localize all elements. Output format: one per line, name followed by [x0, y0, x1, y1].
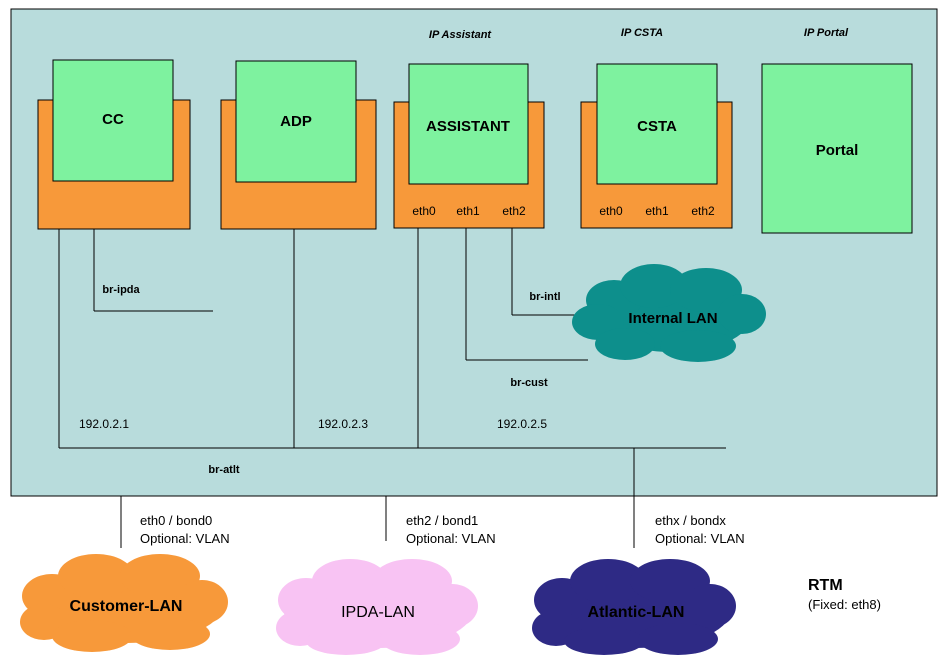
assistant-vm-box — [408, 63, 529, 185]
uplink-2-iface: eth2 / bond1 — [406, 513, 478, 528]
ipda-lan-label: IPDA-LAN — [341, 604, 415, 621]
csta-eth2: eth2 — [691, 204, 715, 218]
header-ip-portal: IP Portal — [804, 27, 849, 39]
uplink-1-vlan: Optional: VLAN — [140, 531, 230, 546]
atlantic-lan-label: Atlantic-LAN — [588, 604, 685, 621]
customer-lan-label: Customer-LAN — [70, 598, 183, 615]
assistant-eth0: eth0 — [412, 204, 436, 218]
adp-vm-box — [235, 60, 357, 183]
bridge-cust-label: br-cust — [510, 377, 548, 389]
cc-vm-box — [52, 59, 174, 182]
rtm-subtitle: (Fixed: eth8) — [808, 597, 881, 612]
customer-lan-cloud — [20, 554, 228, 652]
uplink-2-vlan: Optional: VLAN — [406, 531, 496, 546]
csta-vm-box — [596, 63, 718, 185]
portal-label: Portal — [816, 142, 859, 159]
bridge-intl-label: br-intl — [529, 291, 560, 303]
header-ip-csta: IP CSTA — [621, 27, 663, 39]
csta-label: CSTA — [637, 118, 677, 135]
cc-label: CC — [102, 111, 124, 128]
atlantic-lan-cloud — [532, 559, 736, 655]
assistant-eth1: eth1 — [456, 204, 480, 218]
ipda-lan-cloud — [276, 559, 478, 655]
ip-address-5: 192.0.2.5 — [497, 417, 547, 431]
header-ip-assistant: IP Assistant — [429, 29, 492, 41]
uplink-1-iface: eth0 / bond0 — [140, 513, 212, 528]
assistant-label: ASSISTANT — [426, 118, 510, 135]
uplink-3-iface: ethx / bondx — [655, 513, 726, 528]
ip-address-3: 192.0.2.3 — [318, 417, 368, 431]
bridge-atlt-label: br-atlt — [208, 464, 240, 476]
bridge-ipda-label: br-ipda — [102, 284, 140, 296]
ip-address-1: 192.0.2.1 — [79, 417, 129, 431]
internal-lan-cloud — [572, 264, 766, 362]
rtm-title: RTM — [808, 577, 843, 594]
network-lines — [58, 228, 726, 548]
csta-eth0: eth0 — [599, 204, 623, 218]
portal-vm-box — [761, 63, 913, 234]
assistant-eth2: eth2 — [502, 204, 526, 218]
uplink-3-vlan: Optional: VLAN — [655, 531, 745, 546]
internal-lan-label: Internal LAN — [628, 310, 717, 327]
adp-label: ADP — [280, 113, 312, 130]
csta-eth1: eth1 — [645, 204, 669, 218]
